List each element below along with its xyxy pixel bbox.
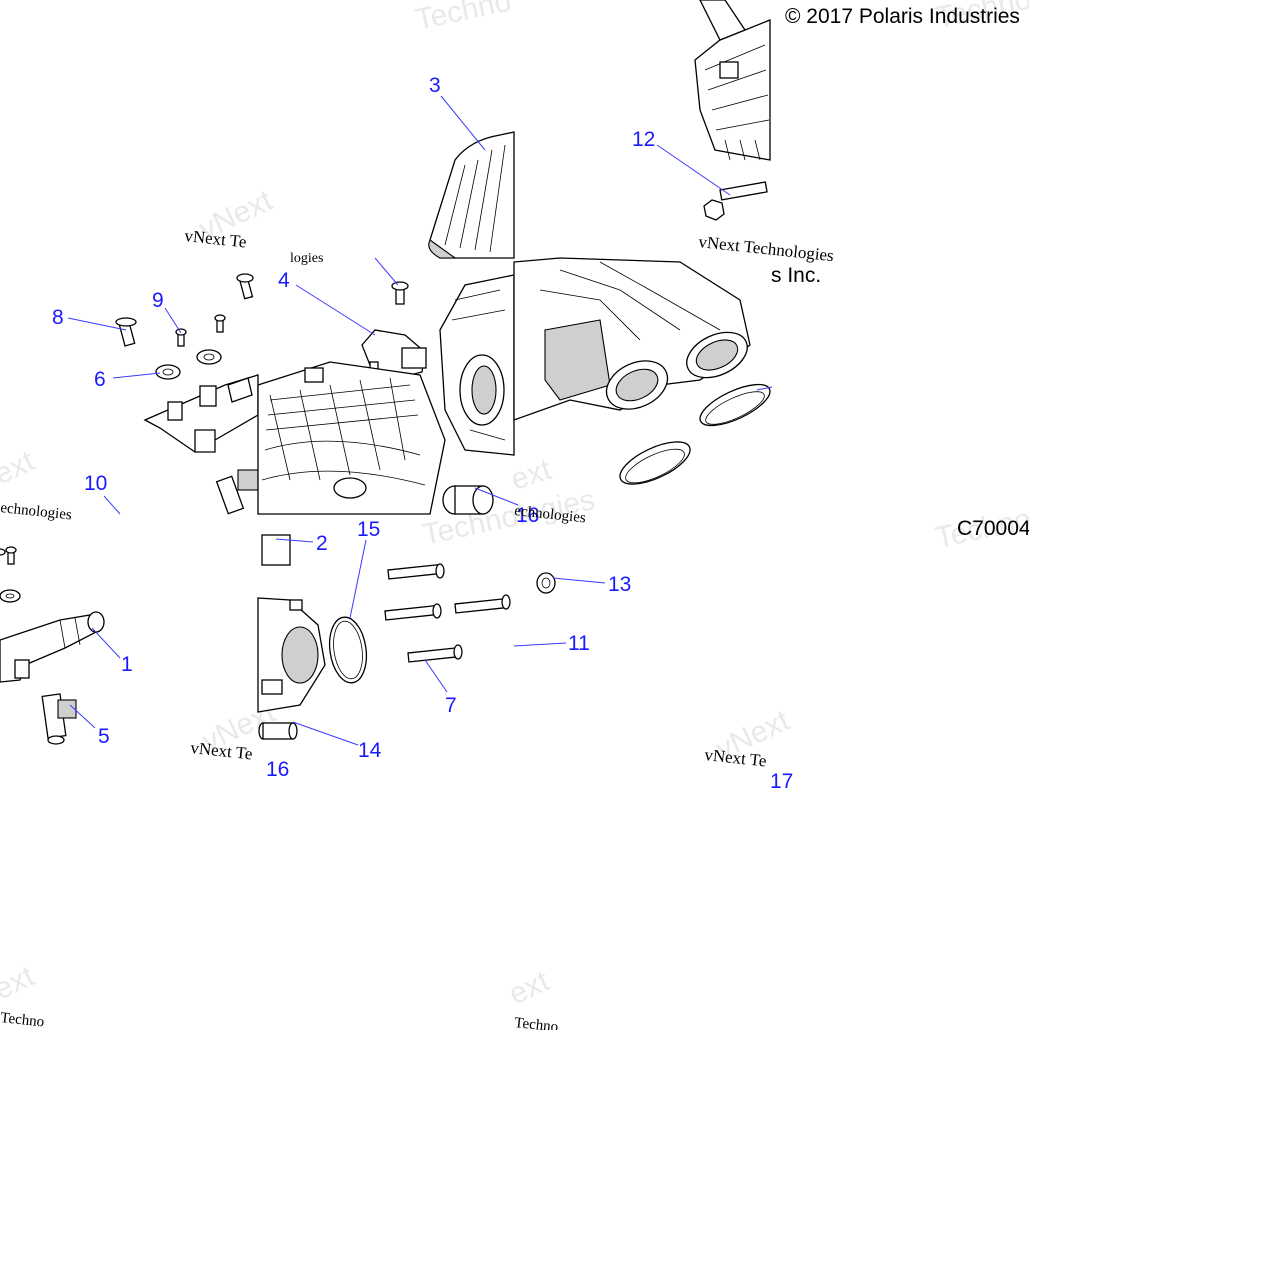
watermark-techno-small-1: Techno [0,1010,45,1031]
leader-8 [67,317,127,331]
part-16-grommet [442,485,494,515]
part-injector-upper [215,469,259,515]
leader-12 [656,144,731,196]
watermark-ext-left: ext [0,444,40,491]
leader-4 [295,284,376,336]
callout-15: 15 [357,518,380,541]
leader-lines [67,95,773,746]
leader-16a [474,487,519,506]
callout-11: 11 [568,632,590,655]
callout-4: 4 [278,269,290,292]
leader-5 [69,704,96,729]
callout-12: 12 [632,128,655,151]
callout-17: 17 [770,770,793,793]
part-6-orings [155,349,222,380]
leader-2 [275,538,314,543]
watermark-logies-1: logies [290,251,323,266]
part-hose-clamps [619,383,771,485]
callout-labels: 3 12 4 8 9 6 10 16 2 15 13 11 7 14 1 5 1… [52,74,793,793]
part-fuel-rail-upper [143,374,259,453]
leader-14 [292,721,359,746]
figure-code: C70004 [957,517,1031,540]
callout-16: 16 [516,504,539,527]
leader-9 [164,307,182,334]
part-lower-screws [0,546,21,603]
leader-clamp [756,386,773,391]
leader-3 [440,95,486,151]
leader-7 [424,659,448,693]
callout-7: 7 [445,694,457,717]
callout-3: 3 [429,74,441,97]
callout-16-lower: 16 [266,758,289,781]
part-throttle-body [439,274,515,456]
leader-1 [91,627,121,659]
part-9-screws [175,273,409,347]
part-4-map-sensor [361,329,427,379]
copyright-tail: s Inc. [771,264,821,287]
watermark-technologies-2: echnologies [0,500,73,523]
watermark-ext-mid: ext [507,453,556,497]
leader-15 [349,539,367,619]
watermark-technologies-3: echnologies [514,503,587,526]
watermark-vnext-technologies-1: vNext Technologies [698,232,835,265]
leader-4b [374,257,399,286]
callout-6: 6 [94,368,106,391]
part-intake-runners-upper [694,0,771,161]
callout-9: 9 [152,289,164,312]
callout-5: 5 [98,725,110,748]
copyright-text: © 2017 Polaris Industries [785,5,1020,28]
watermark-ext-bottommid: ext [504,964,555,1011]
part-intake-plenum [513,257,751,421]
bottom-blank-area [0,1030,1285,1285]
part-15-oring [328,616,368,684]
part-14-sleeve [258,722,298,740]
leader-6 [112,372,161,379]
callout-14: 14 [358,739,382,762]
part-1-fuel-rail [0,611,105,683]
callout-2: 2 [316,532,328,555]
watermark-techno-top: Techno [413,0,514,37]
leader-11 [513,642,567,647]
callout-10: 10 [84,472,107,495]
callout-1: 1 [121,653,133,676]
part-intake-manifold [257,361,446,515]
leader-10 [103,495,121,515]
part-throttle-body-lower [257,534,326,713]
callout-13: 13 [608,573,631,596]
part-12-bolt [703,181,768,221]
callout-8: 8 [52,306,64,329]
part-8-bolt [115,317,137,347]
part-5-injector [41,693,77,745]
watermark-ext-bottomleft: ext [0,959,40,1006]
part-3-intake-cover [428,131,515,259]
part-13-grommet [536,572,556,594]
part-7-bolts [384,563,511,663]
leader-13 [552,577,606,584]
